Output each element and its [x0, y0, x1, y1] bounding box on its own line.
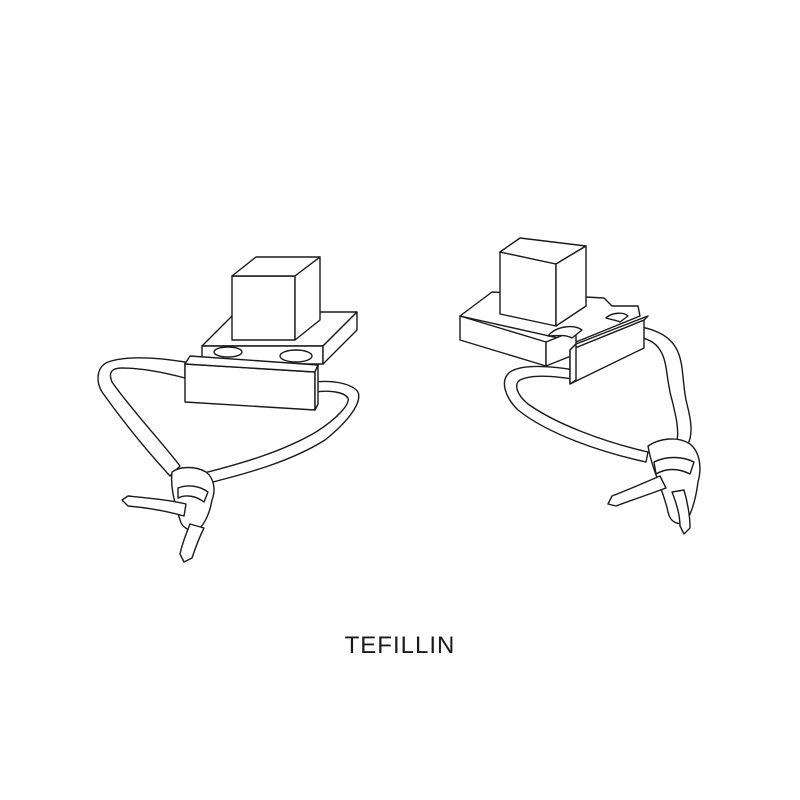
right-slot: [547, 325, 583, 339]
left-slot-2: [279, 349, 313, 363]
left-base-side: [322, 311, 358, 365]
left-tefillin: [97, 256, 360, 563]
left-strap-loop: [97, 357, 186, 477]
caption-title: TEFILLIN: [344, 632, 456, 659]
right-cube-side: [555, 245, 587, 327]
left-cube-front: [231, 275, 296, 341]
left-bridge-side: [314, 364, 319, 411]
right-bridge-left: [569, 343, 577, 385]
left-strap-end-1: [121, 495, 187, 517]
left-cube-side: [294, 256, 321, 341]
left-strap-end-2: [179, 523, 205, 563]
right-slot-2: [605, 312, 629, 323]
left-knot-wrap: [177, 485, 209, 503]
left-knot: [170, 466, 215, 532]
right-tefillin: [459, 237, 701, 535]
left-slot-1: [213, 346, 243, 358]
right-strap-end-1: [607, 475, 667, 507]
right-knot-wrap: [653, 456, 695, 475]
right-cube-front: [499, 251, 557, 327]
right-strap-front: [503, 365, 649, 463]
right-strap-end-2: [671, 489, 691, 535]
